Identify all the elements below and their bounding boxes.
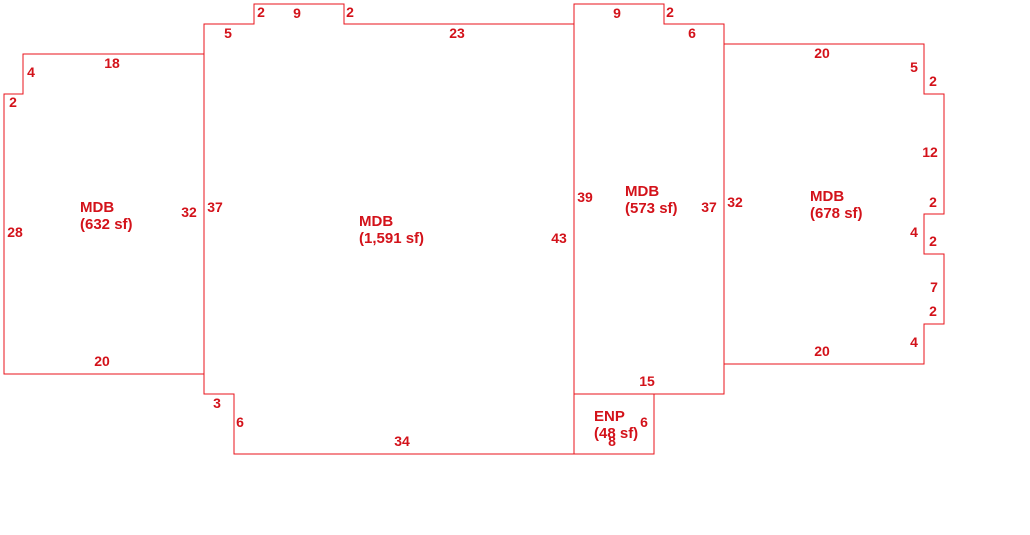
dimension-label: 39 [577, 189, 593, 205]
room-label-middle-name: MDB [625, 183, 659, 200]
dimension-label: 3 [213, 395, 221, 411]
room-label-left-area: (632 sf) [80, 216, 133, 233]
dimension-label: 20 [94, 353, 110, 369]
dimension-label: 4 [910, 334, 918, 350]
dimension-label: 28 [7, 224, 23, 240]
dimension-labels: 18 4 2 28 32 20 5 2 9 2 23 37 43 3 6 34 … [7, 4, 938, 449]
room-label-enp-name: ENP [594, 408, 625, 425]
dimension-label: 9 [293, 5, 301, 21]
dimension-label: 15 [639, 373, 655, 389]
dimension-label: 2 [929, 303, 937, 319]
dimension-label: 43 [551, 230, 567, 246]
dimension-label: 8 [608, 433, 616, 449]
dimension-label: 32 [727, 194, 743, 210]
dimension-label: 2 [346, 4, 354, 20]
room-label-enp-area: (48 sf) [594, 425, 638, 442]
dimension-label: 20 [814, 45, 830, 61]
dimension-label: 12 [922, 144, 938, 160]
dimension-label: 2 [929, 194, 937, 210]
room-label-right-area: (678 sf) [810, 205, 863, 222]
dimension-label: 32 [181, 204, 197, 220]
dimension-label: 5 [910, 59, 918, 75]
room-labels: MDB (632 sf) MDB (1,591 sf) MDB (573 sf)… [80, 183, 863, 442]
dimension-label: 23 [449, 25, 465, 41]
dimension-label: 2 [257, 4, 265, 20]
dimension-label: 2 [9, 94, 17, 110]
dimension-label: 20 [814, 343, 830, 359]
dimension-label: 37 [207, 199, 223, 215]
dimension-label: 6 [236, 414, 244, 430]
dimension-label: 18 [104, 55, 120, 71]
dimension-label: 6 [688, 25, 696, 41]
dimension-label: 2 [929, 233, 937, 249]
room-outline-right [724, 43, 945, 365]
dimension-label: 4 [27, 64, 35, 80]
dimension-label: 5 [224, 25, 232, 41]
dimension-label: 6 [640, 414, 648, 430]
dimension-label: 7 [930, 279, 938, 295]
room-outlines [3, 3, 945, 455]
dimension-label: 4 [910, 224, 918, 240]
room-label-center-area: (1,591 sf) [359, 230, 424, 247]
dimension-label: 2 [929, 73, 937, 89]
room-label-center-name: MDB [359, 213, 393, 230]
room-label-left-name: MDB [80, 199, 114, 216]
dimension-label: 34 [394, 433, 410, 449]
room-label-right-name: MDB [810, 188, 844, 205]
dimension-label: 2 [666, 4, 674, 20]
room-label-middle-area: (573 sf) [625, 200, 678, 217]
dimension-label: 37 [701, 199, 717, 215]
dimension-label: 9 [613, 5, 621, 21]
room-outline-enp [574, 393, 655, 455]
